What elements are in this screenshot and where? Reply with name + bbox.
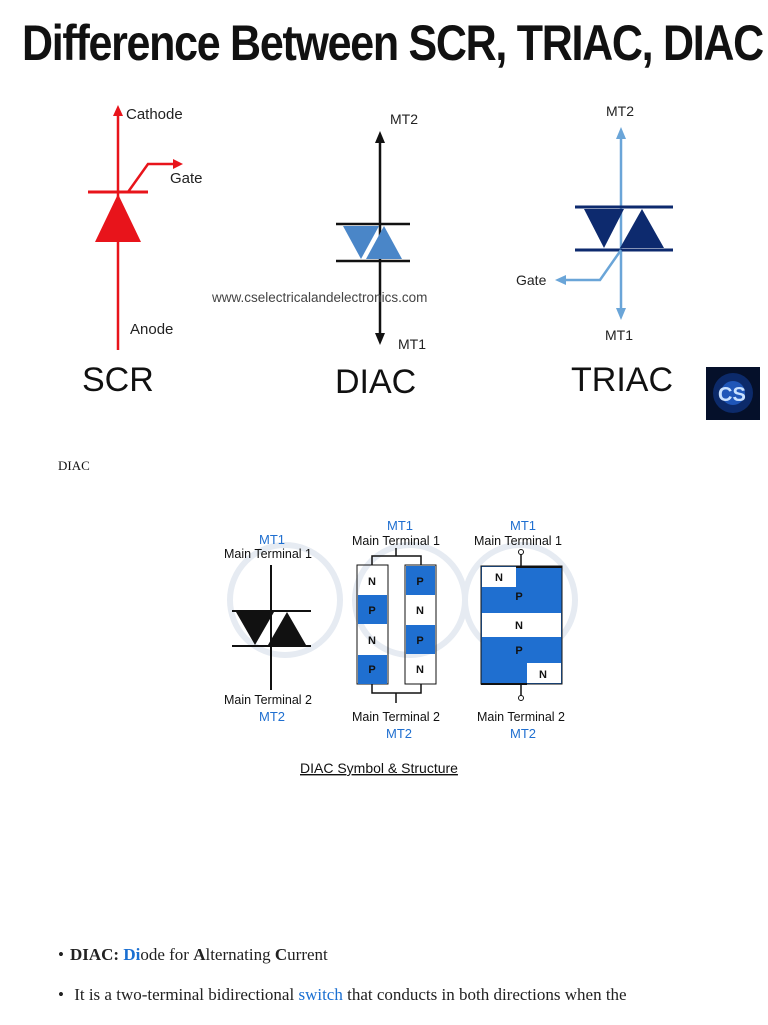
desc-pre: It is a two-terminal bidirectional [74,985,299,1004]
right-region-labels: N P N P N [495,572,547,681]
switch-link[interactable]: switch [298,985,343,1004]
diac-rest2: lternating [205,945,275,964]
mid-layer-labels: N P N P P N P N [368,576,424,676]
bullet-dot: • [58,945,64,964]
diac-structure-symbol [232,565,311,690]
scr-anode-label: Anode [130,321,173,338]
scr-cathode-label: Cathode [126,106,183,123]
right-region-1: N [495,572,503,584]
mid-right-layer-3: P [416,635,423,647]
cs-logo-text: CS [718,384,746,406]
diac-rest1: ode for [140,945,194,964]
diac-mt1-label: MT1 [398,336,426,352]
cs-logo: CS [706,367,760,420]
right-region-5: N [539,669,547,681]
mid-left-layer-3: N [368,635,376,647]
triac-mt2-label: MT2 [606,103,634,119]
diac-di: Di [123,945,141,964]
diac-a: A [193,945,206,964]
right-region-4: P [515,645,522,657]
mid-left-layer-4: P [368,664,375,676]
diac-caption: DIAC [58,458,90,473]
bullet-diac-description: • It is a two-terminal bidirectional swi… [58,985,758,1005]
right-mt1-name: Main Terminal 1 [474,534,562,548]
page-title: Difference Between SCR, TRIAC, DIAC [22,15,764,71]
mid-left-layer-2: P [368,605,375,617]
diac-mt2-label: MT2 [390,111,418,127]
mid-right-layer-1: P [416,576,423,588]
triac-symbol [555,127,673,320]
desc-post: that conducts in both directions when th… [342,985,627,1004]
scr-gate-label: Gate [170,170,203,187]
mid-structure [356,548,437,703]
right-mt2-name: Main Terminal 2 [477,710,565,724]
sym-mt1-name: Main Terminal 1 [224,547,312,561]
diac-figure-caption: DIAC Symbol & Structure [300,760,458,776]
triac-label: TRIAC [571,361,673,399]
sym-mt1: MT1 [259,532,285,547]
mid-mt2-name: Main Terminal 2 [352,710,440,724]
watermark-url: www.cselectricalandelectronics.com [211,290,427,305]
scr-label: SCR [82,361,154,399]
scr-symbol [88,105,183,350]
right-region-2: P [515,591,522,603]
diac-label: DIAC [335,363,416,401]
triac-mt1-label: MT1 [605,327,633,343]
mid-mt2: MT2 [386,726,412,741]
sym-mt2: MT2 [259,709,285,724]
sym-mt2-name: Main Terminal 2 [224,693,312,707]
mid-left-layer-1: N [368,576,376,588]
mid-right-layer-4: N [416,664,424,676]
mid-right-layer-2: N [416,605,424,617]
diac-term: DIAC: [69,945,120,964]
mid-mt1: MT1 [387,518,413,533]
right-mt2: MT2 [510,726,536,741]
right-structure [480,549,563,701]
right-region-3: N [515,620,523,632]
triac-gate-label: Gate [516,272,547,288]
diac-structure-figure: MT1 Main Terminal 1 Main Terminal 2 MT2 … [224,518,578,776]
mid-mt1-name: Main Terminal 1 [352,534,440,548]
right-mt1: MT1 [510,518,536,533]
diac-rest3: urrent [287,945,328,964]
bullet-dot: • [58,985,64,1004]
symbols-panel: Cathode Gate Anode SCR MT2 MT1 www.csele… [82,103,760,420]
diac-c: C [274,945,288,964]
bullet-diac-definition: • DIAC: Diode for Alternating Current [58,945,758,965]
bullet-list: • DIAC: Diode for Alternating Current • I… [58,945,758,1025]
diac-symbol [336,131,410,345]
